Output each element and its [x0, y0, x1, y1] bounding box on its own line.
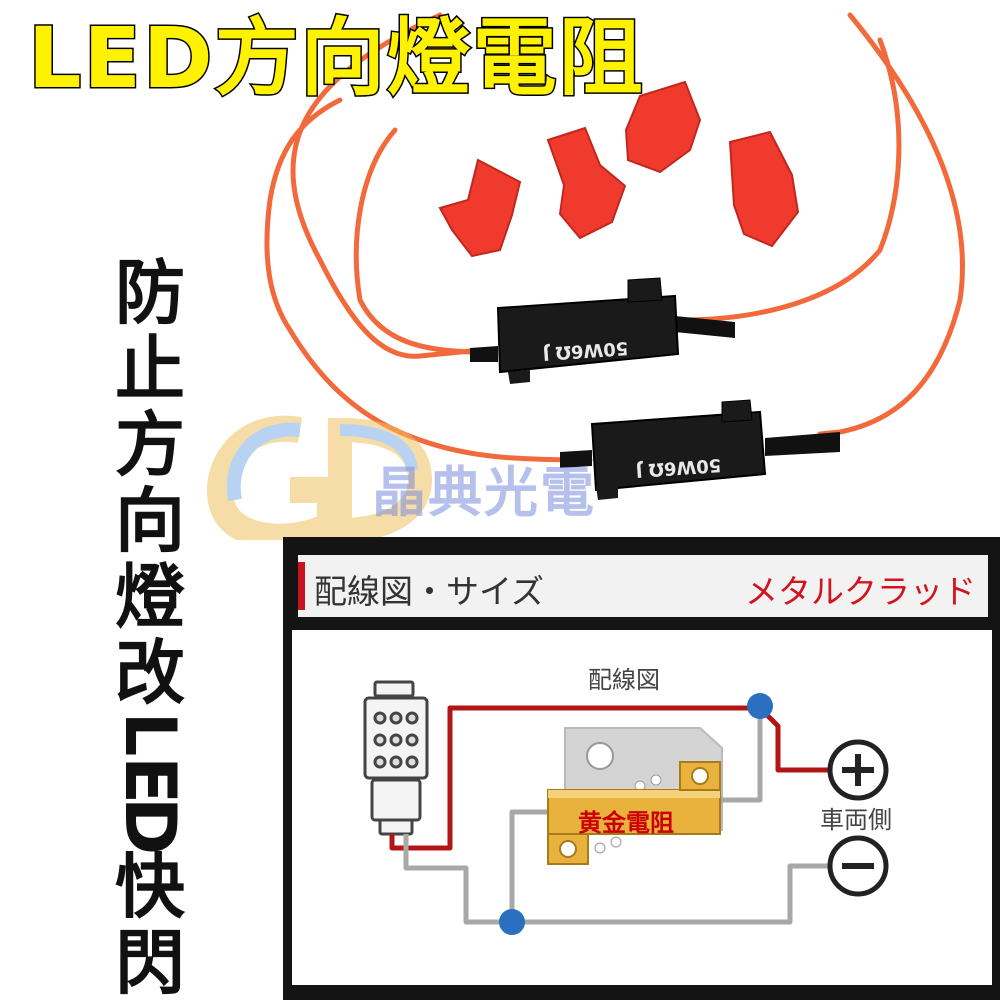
red-wire	[389, 705, 828, 851]
wire-left-2	[353, 127, 483, 355]
connectors	[438, 80, 800, 258]
wire-right-2	[677, 37, 902, 323]
brand-watermark: 晶典光電	[372, 461, 596, 524]
junction-top	[747, 693, 773, 719]
product-title: LED方向燈電阻	[27, 9, 645, 107]
resistor-1: 50W6Ω J	[470, 277, 735, 384]
vertical-title: 防 止 方 向 燈 改 L E D 快 閃	[109, 252, 191, 1004]
gray-wire-resistor-top	[720, 708, 763, 803]
connector-2	[546, 126, 627, 240]
wiring-panel-header	[298, 555, 988, 617]
wire-bottom-left	[264, 97, 593, 463]
connector-1	[438, 158, 522, 258]
vertical-char: 向	[115, 480, 185, 562]
gold-resistor-label: 黄金電阻	[578, 809, 674, 837]
vertical-char: 止	[115, 328, 185, 410]
vertical-char: 方	[115, 404, 185, 486]
wire-left-1	[290, 12, 483, 359]
vertical-char: 快	[115, 846, 185, 928]
vertical-char: 改	[115, 632, 185, 714]
junction-bottom	[499, 909, 525, 935]
gray-wire-ground	[403, 834, 828, 925]
connector-4	[728, 130, 800, 248]
wire-right-1	[817, 12, 965, 437]
led-bulb-icon	[363, 680, 429, 836]
header-accent-bar	[298, 562, 305, 610]
vertical-char: 閃	[115, 922, 185, 1004]
vertical-char: 燈	[115, 556, 185, 638]
connector-3	[624, 80, 702, 174]
vertical-char: 防	[115, 252, 185, 334]
vehicle-side-label: 車両側	[820, 806, 892, 834]
gray-wire-resistor-bottom	[509, 809, 550, 922]
gd-logo	[207, 415, 433, 540]
header-right-text: メタルクラッド	[745, 572, 976, 611]
resistor-2: 50W6Ω J	[560, 399, 840, 500]
header-left-text: 配線図・サイズ	[314, 572, 545, 611]
product-photo: 50W6Ω J 50W6Ω J	[207, 12, 965, 540]
gold-resistor-icon	[547, 761, 721, 865]
diagram-caption: 配線図	[588, 666, 660, 694]
